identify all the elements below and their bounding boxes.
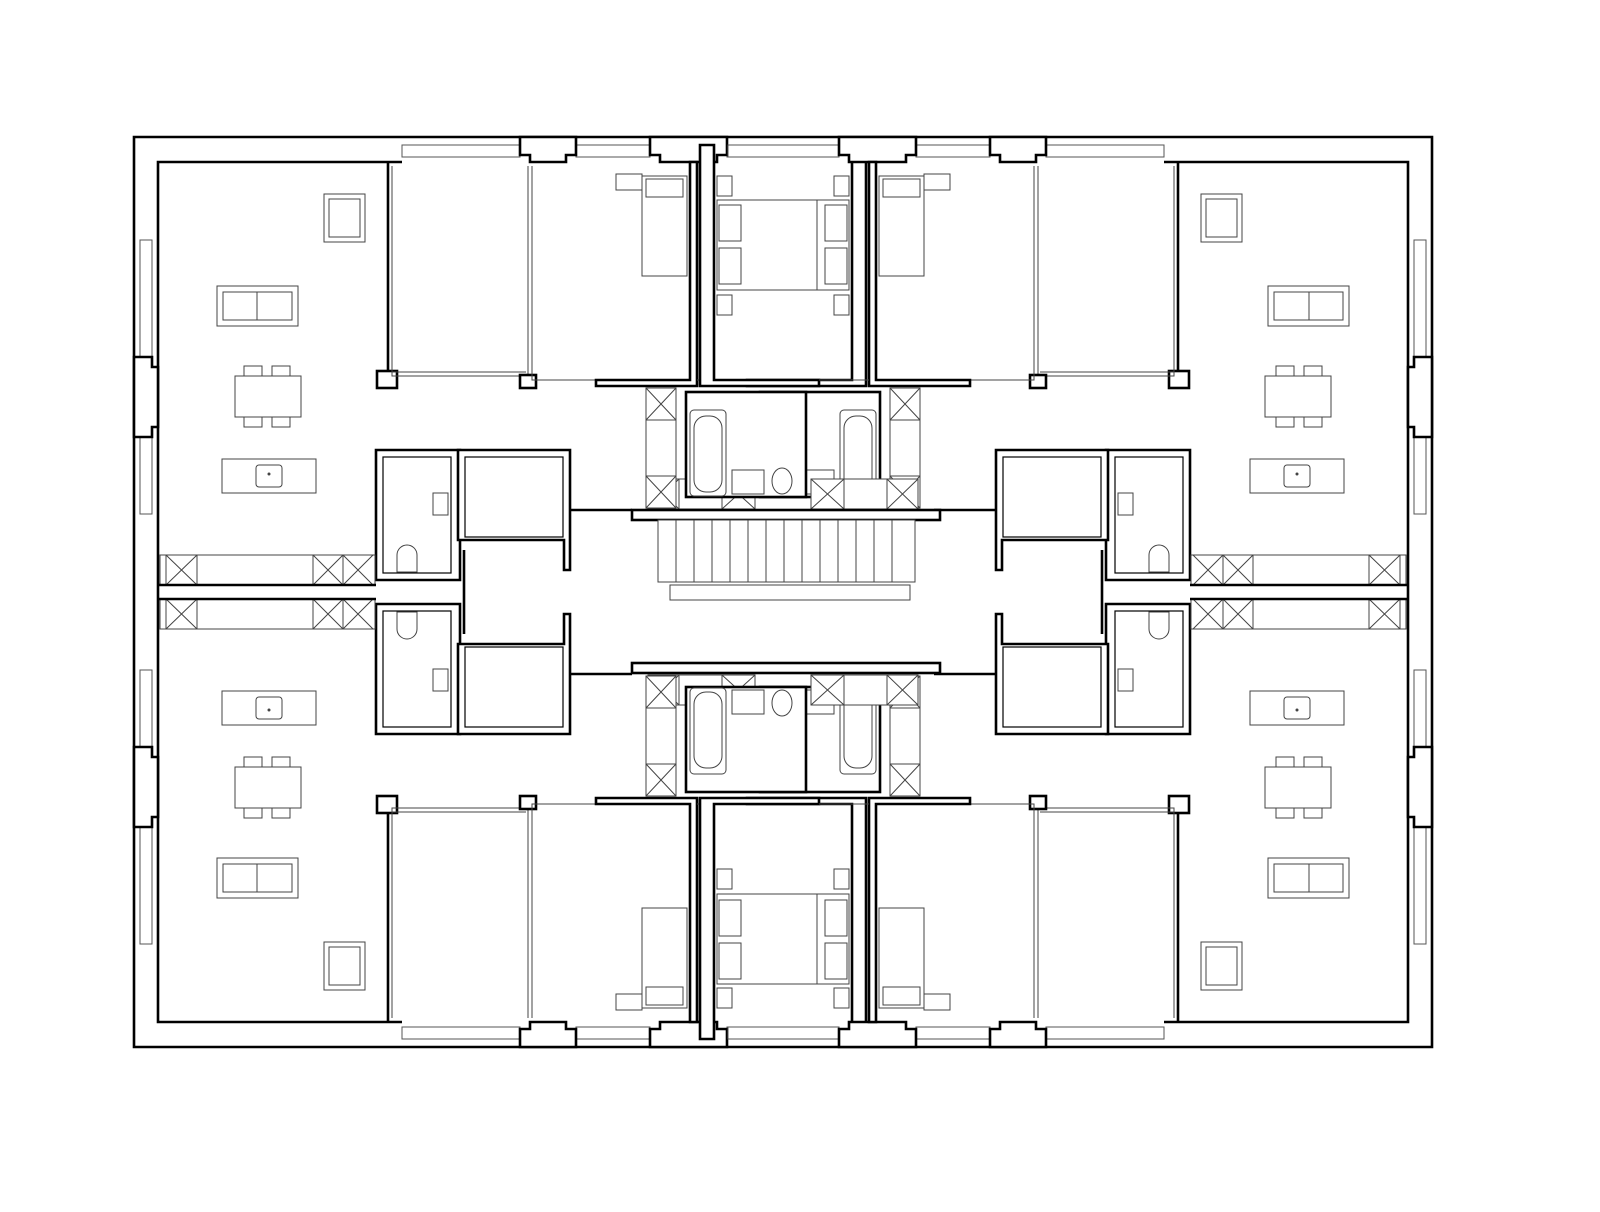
staircase	[630, 508, 942, 675]
stair-treads	[675, 520, 893, 582]
stair-wall	[630, 508, 942, 522]
bottom-apartments	[134, 592, 1432, 1047]
stair-wall	[630, 661, 942, 675]
stair-flight	[657, 519, 916, 583]
stair-landing	[669, 584, 911, 601]
